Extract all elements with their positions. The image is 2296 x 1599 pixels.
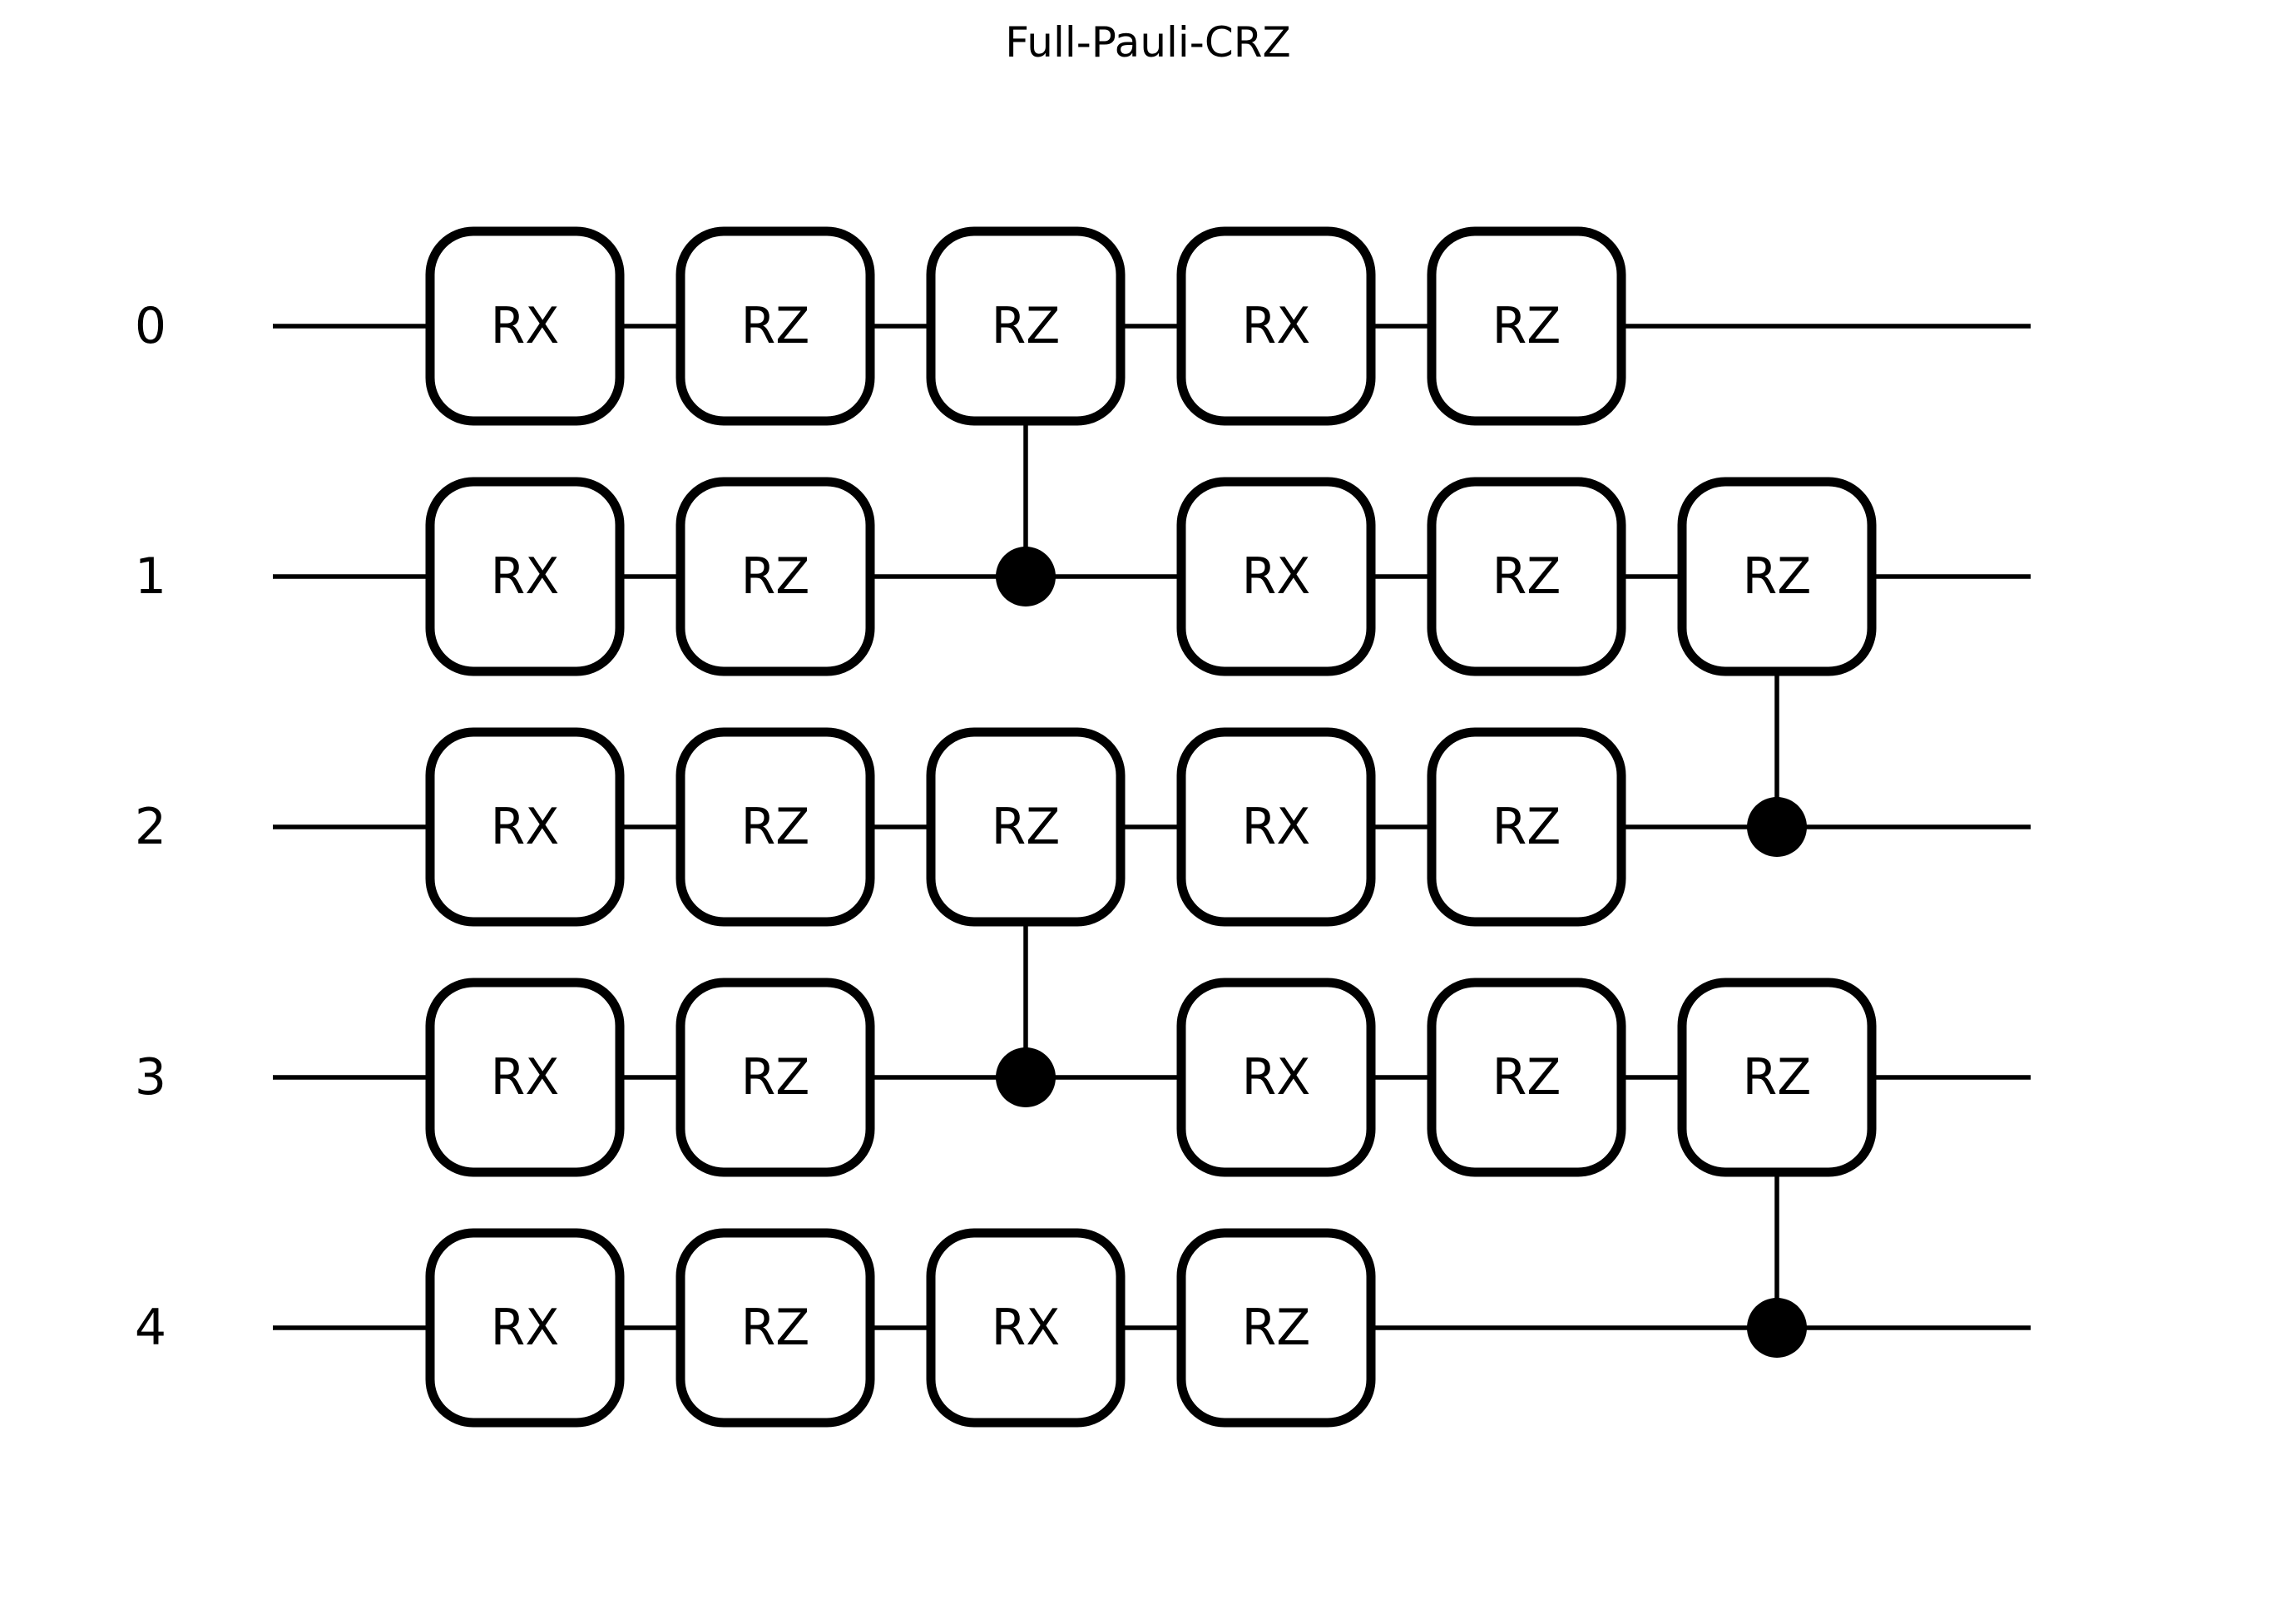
gate-box xyxy=(1176,226,1376,426)
gate-rz-w1-s5: RZ xyxy=(1677,477,1877,676)
gate-box xyxy=(675,477,875,676)
gate-rz-w3-s5: RZ xyxy=(1677,978,1877,1177)
gate-label: RX xyxy=(491,1048,560,1106)
control-dot-w4-s5 xyxy=(1747,1298,1807,1358)
gate-rz-w1-s4: RZ xyxy=(1427,477,1626,676)
gate-box xyxy=(926,226,1126,426)
gate-label: RX xyxy=(1242,297,1311,355)
gate-box xyxy=(1176,477,1376,676)
gate-rx-w4-s2: RX xyxy=(926,1228,1126,1428)
gate-label: RX xyxy=(491,798,560,856)
gate-label: RZ xyxy=(741,547,810,606)
gate-rz-w3-s4: RZ xyxy=(1427,978,1626,1177)
gate-rx-w1-s3: RX xyxy=(1176,477,1376,676)
gate-box xyxy=(926,1228,1126,1428)
gate-label: RZ xyxy=(1492,798,1561,856)
gate-box xyxy=(1677,477,1877,676)
gate-box xyxy=(675,226,875,426)
gate-label: RX xyxy=(491,547,560,606)
gate-box xyxy=(675,1228,875,1428)
gate-rz-w2-s4: RZ xyxy=(1427,727,1626,927)
gate-box xyxy=(1677,978,1877,1177)
gate-box xyxy=(926,727,1126,927)
wire-label-4: 4 xyxy=(135,1299,166,1357)
gate-label: RX xyxy=(491,297,560,355)
gate-label: RZ xyxy=(1492,547,1561,606)
gate-label: RZ xyxy=(741,1048,810,1106)
gate-rz-w2-s2: RZ xyxy=(926,727,1126,927)
circuit-title: Full-Pauli-CRZ xyxy=(1005,18,1291,67)
wire-label-3: 3 xyxy=(135,1048,166,1106)
gate-rx-w3-s3: RX xyxy=(1176,978,1376,1177)
gate-rz-w0-s1: RZ xyxy=(675,226,875,426)
gate-rx-w3-s0: RX xyxy=(425,978,625,1177)
wire-labels-layer: 0 1 2 3 4 xyxy=(135,297,166,1357)
gate-box xyxy=(1176,1228,1376,1428)
gate-box xyxy=(425,1228,625,1428)
gate-box xyxy=(1176,978,1376,1177)
gates-layer: RX RX RX RX RX RZ RZ RZ RZ RZ RX RX RX RX RX RZ RZ RZ RZ RZ… xyxy=(425,226,1877,1428)
gate-box xyxy=(675,727,875,927)
gate-label: RX xyxy=(491,1299,560,1357)
gate-rz-w0-s2: RZ xyxy=(926,226,1126,426)
gate-rx-w0-s3: RX xyxy=(1176,226,1376,426)
gate-box xyxy=(675,978,875,1177)
gate-rz-w0-s4: RZ xyxy=(1427,226,1626,426)
gate-label: RX xyxy=(1242,798,1311,856)
gate-rx-w4-s0: RX xyxy=(425,1228,625,1428)
gate-label: RZ xyxy=(992,798,1061,856)
gate-label: RZ xyxy=(1492,1048,1561,1106)
gate-label: RZ xyxy=(741,297,810,355)
gate-rz-w4-s1: RZ xyxy=(675,1228,875,1428)
gate-label: RX xyxy=(1242,1048,1311,1106)
gate-box xyxy=(425,978,625,1177)
gate-rz-w1-s1: RZ xyxy=(675,477,875,676)
wire-label-1: 1 xyxy=(135,547,166,606)
gate-rz-w4-s3: RZ xyxy=(1176,1228,1376,1428)
gate-label: RZ xyxy=(1743,1048,1812,1106)
gate-box xyxy=(425,477,625,676)
gate-label: RX xyxy=(992,1299,1061,1357)
gate-rx-w2-s3: RX xyxy=(1176,727,1376,927)
gate-label: RZ xyxy=(1242,1299,1311,1357)
gate-box xyxy=(425,226,625,426)
wire-label-0: 0 xyxy=(135,297,166,355)
gate-rz-w2-s1: RZ xyxy=(675,727,875,927)
gate-label: RZ xyxy=(741,1299,810,1357)
gate-label: RZ xyxy=(992,297,1061,355)
gate-box xyxy=(1176,727,1376,927)
gate-box xyxy=(1427,226,1626,426)
control-dot-w2-s5 xyxy=(1747,797,1807,857)
control-dot-w1-s2 xyxy=(996,547,1056,606)
gate-box xyxy=(1427,477,1626,676)
control-dot-w3-s2 xyxy=(996,1047,1056,1107)
gate-rx-w1-s0: RX xyxy=(425,477,625,676)
gate-box xyxy=(1427,978,1626,1177)
gate-rx-w0-s0: RX xyxy=(425,226,625,426)
gate-label: RZ xyxy=(1743,547,1812,606)
gate-box xyxy=(1427,727,1626,927)
gate-rx-w2-s0: RX xyxy=(425,727,625,927)
gate-box xyxy=(425,727,625,927)
gate-label: RZ xyxy=(741,798,810,856)
gate-label: RX xyxy=(1242,547,1311,606)
gate-rz-w3-s1: RZ xyxy=(675,978,875,1177)
gate-label: RZ xyxy=(1492,297,1561,355)
wire-label-2: 2 xyxy=(135,798,166,856)
